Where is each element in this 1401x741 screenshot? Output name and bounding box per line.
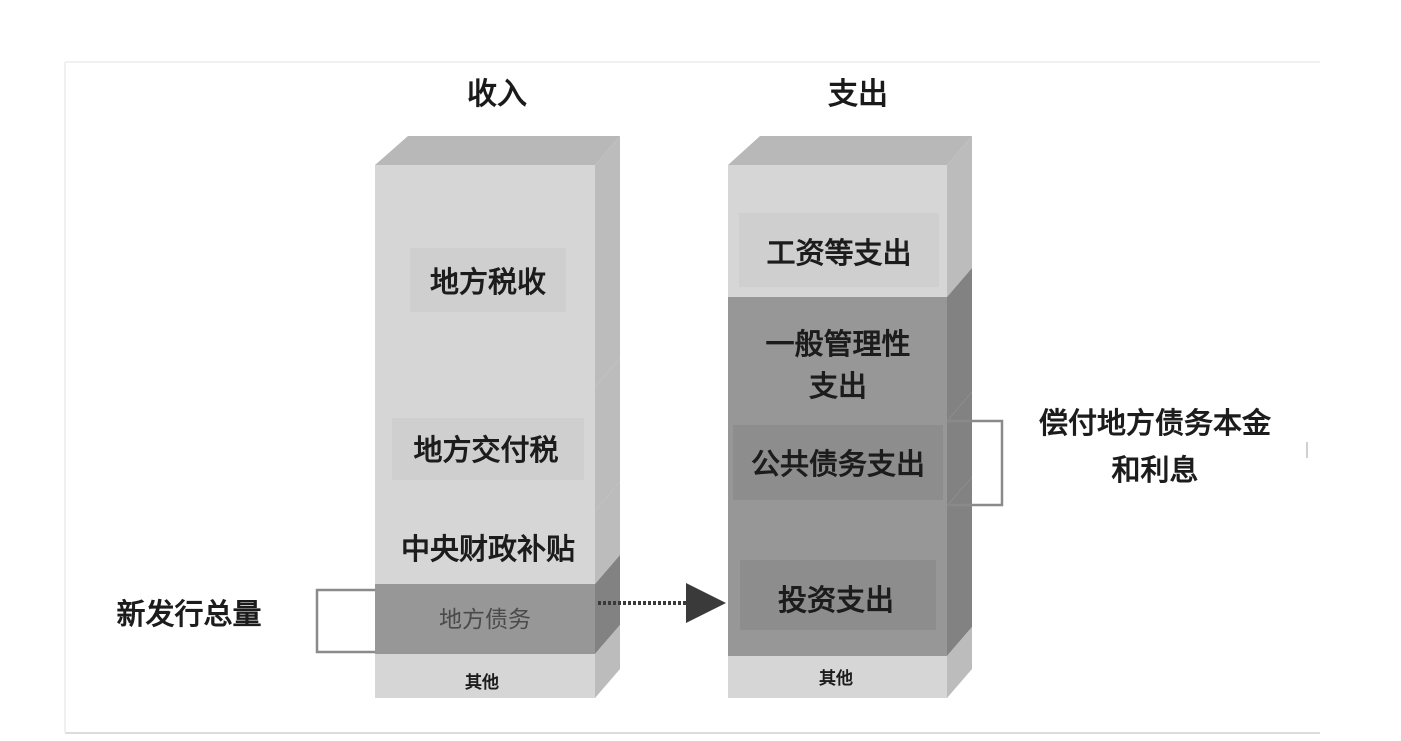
income-segment-label: 地方交付税 <box>413 433 558 467</box>
income-segment-label: 中央财政补贴 <box>401 532 575 566</box>
expense-segment-wages: 工资等支出 <box>728 136 972 297</box>
new-issuance-label: 新发行总量 <box>116 597 261 631</box>
expense-segment-general-admin: 一般管理性 支出 <box>728 268 972 421</box>
expense-segment-public-debt: 公共债务支出 <box>728 392 972 506</box>
expense-segment-label: 其他 <box>819 668 853 689</box>
income-segment-label: 地方债务 <box>439 607 531 633</box>
income-column-top <box>375 136 620 165</box>
repayment-bracket <box>947 419 1004 507</box>
repayment-label-line1: 偿付地方债务本金 <box>1039 406 1272 440</box>
income-segment-local-debt: 地方债务 <box>375 555 620 654</box>
income-segment-label: 地方税收 <box>430 265 546 299</box>
income-segment-local-tax: 地方税收 <box>375 136 620 387</box>
expense-segment-label: 工资等支出 <box>766 236 911 270</box>
expense-title: 支出 <box>828 77 888 112</box>
income-segment-central-subsidy: 中央财政补贴 <box>375 482 620 584</box>
income-segment-local-allocation-tax: 地方交付税 <box>375 358 620 511</box>
expense-segment-label-line2: 支出 <box>809 369 867 403</box>
expense-column-top <box>728 136 972 165</box>
expense-segment-label-line1: 一般管理性 <box>765 327 910 361</box>
income-segment-other: 其他 <box>375 625 620 698</box>
income-title: 收入 <box>467 77 527 112</box>
expense-segment-label: 公共债务支出 <box>751 447 925 481</box>
expense-segment-investment: 投资支出 <box>728 477 972 656</box>
repayment-label-line2: 和利息 <box>1111 453 1198 487</box>
income-segment-label: 其他 <box>465 672 499 693</box>
expense-segment-other: 其他 <box>728 627 972 698</box>
new-issuance-bracket <box>315 588 375 654</box>
expense-segment-label: 投资支出 <box>778 583 894 617</box>
